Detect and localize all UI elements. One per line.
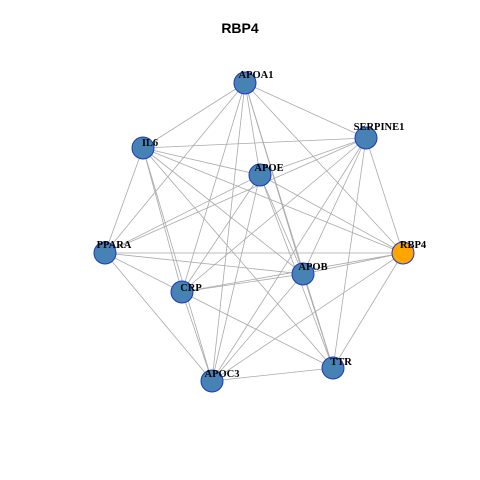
node-label-il6: IL6: [142, 138, 158, 149]
node-crp[interactable]: CRP: [170, 280, 202, 304]
node-label-apoa1: APOA1: [239, 70, 274, 81]
edges-layer: [104, 82, 404, 382]
edge-il6-ttr: [142, 147, 334, 369]
edge-serpine1-apoc3: [211, 137, 367, 382]
edge-apoe-apoc3: [211, 174, 261, 382]
edge-rbp4-apoc3: [211, 252, 404, 382]
edge-apoa1-rbp4: [244, 82, 404, 254]
edge-apoe-apob: [259, 174, 304, 275]
node-apoe[interactable]: APOE: [248, 163, 284, 187]
node-circle-ttr[interactable]: [321, 356, 345, 380]
node-label-apoc3: APOC3: [205, 369, 240, 380]
node-label-serpine1: SERPINE1: [354, 122, 405, 133]
edge-il6-apoe: [142, 147, 261, 176]
node-apoc3[interactable]: APOC3: [200, 369, 240, 393]
edge-ppara-apoc3: [104, 252, 213, 382]
node-circle-apoe[interactable]: [248, 163, 272, 187]
edge-ppara-crp: [104, 252, 183, 293]
edge-ttr-apoc3: [211, 367, 334, 382]
edge-serpine1-il6: [142, 137, 367, 149]
node-circle-ppara[interactable]: [93, 241, 117, 265]
edge-apoa1-serpine1: [244, 82, 367, 139]
edge-il6-apoc3: [142, 147, 213, 382]
edge-crp-ttr: [181, 291, 334, 369]
edge-ppara-apob: [104, 252, 304, 275]
edge-il6-rbp4: [142, 147, 404, 254]
node-il6[interactable]: IL6: [131, 136, 158, 160]
node-circle-apoa1[interactable]: [233, 71, 257, 95]
edge-apoa1-il6: [142, 82, 246, 149]
edge-apoe-rbp4: [259, 174, 404, 254]
edge-apoa1-ppara: [104, 82, 246, 254]
node-circle-rbp4[interactable]: [391, 241, 415, 265]
diagram-title: RBP4: [221, 20, 259, 36]
edge-apoe-ppara: [104, 174, 261, 254]
edge-serpine1-rbp4: [365, 137, 404, 254]
edge-serpine1-ppara: [104, 137, 367, 254]
edge-apob-crp: [181, 273, 304, 293]
node-label-apob: APOB: [298, 262, 327, 273]
node-ttr[interactable]: TTR: [321, 356, 352, 380]
edge-crp-apoc3: [181, 291, 213, 382]
edge-rbp4-apob: [302, 252, 404, 275]
edge-serpine1-crp: [181, 137, 367, 293]
node-serpine1[interactable]: SERPINE1: [354, 122, 405, 150]
node-ppara[interactable]: PPARA: [93, 240, 132, 265]
node-rbp4[interactable]: RBP4: [391, 240, 427, 265]
node-label-crp: CRP: [180, 283, 202, 294]
node-apoa1[interactable]: APOA1: [233, 70, 274, 95]
node-circle-il6[interactable]: [131, 136, 155, 160]
edge-apob-ttr: [302, 273, 334, 369]
edge-apoa1-apoe: [244, 82, 261, 176]
edge-apoa1-ttr: [244, 82, 334, 369]
edge-apoa1-apoc3: [211, 82, 246, 382]
edge-serpine1-apob: [302, 137, 367, 275]
edge-rbp4-ttr: [332, 252, 404, 369]
edge-il6-ppara: [104, 147, 144, 254]
node-label-rbp4: RBP4: [400, 240, 427, 251]
edge-apoa1-crp: [181, 82, 246, 293]
edge-il6-crp: [142, 147, 183, 293]
node-circle-serpine1[interactable]: [354, 126, 378, 150]
edge-apoe-crp: [181, 174, 261, 293]
node-circle-apob[interactable]: [291, 262, 315, 286]
node-label-ppara: PPARA: [97, 240, 132, 251]
node-label-apoe: APOE: [254, 163, 283, 174]
edge-serpine1-apoe: [259, 137, 367, 176]
node-label-ttr: TTR: [330, 357, 352, 368]
edge-apob-apoc3: [211, 273, 304, 382]
node-circle-apoc3[interactable]: [200, 369, 224, 393]
node-circle-crp[interactable]: [170, 280, 194, 304]
node-apob[interactable]: APOB: [291, 262, 328, 286]
